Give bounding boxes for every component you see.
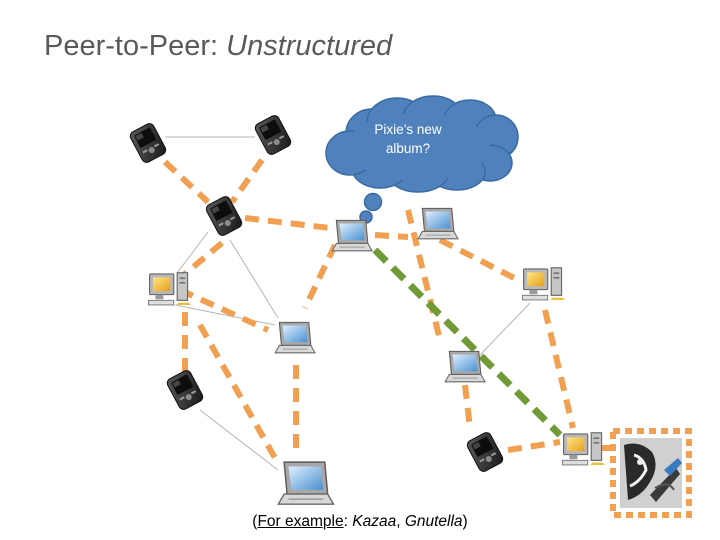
title-main: Peer-to-Peer: (44, 30, 219, 62)
laptop-icon (274, 321, 316, 354)
overlay-link (462, 384, 473, 429)
album-target (610, 428, 692, 518)
overlay-links (162, 158, 618, 460)
cloud-line-1: Pixie’s new (374, 122, 442, 137)
laptop-icon (417, 207, 459, 240)
overlay-link (302, 243, 338, 310)
smartphone-icon (253, 113, 293, 157)
desktop-computer-icon (561, 432, 606, 466)
cloud-line-2: album? (385, 141, 431, 156)
physical-link (199, 409, 279, 471)
overlay-link (197, 323, 278, 460)
overlay-link (438, 237, 524, 285)
cloud-query-text: Pixie’s new album? (360, 120, 456, 158)
overlay-link (178, 240, 224, 281)
thought-bubble (363, 192, 383, 212)
overlay-link (542, 309, 576, 429)
laptop-icon (331, 219, 373, 252)
physical-link (229, 239, 279, 319)
caption-lead: For example (257, 513, 344, 530)
smartphone-icon (165, 368, 205, 412)
overlay-link (244, 215, 331, 231)
thought-cloud (325, 95, 519, 234)
caption-example-gnutella: Gnutella (404, 513, 463, 530)
laptop-icon (277, 461, 335, 505)
overlay-link (162, 159, 211, 205)
desktop-computer-icon (521, 267, 566, 301)
physical-link (174, 304, 276, 326)
overlay-link (178, 287, 270, 333)
smartphone-icon (204, 194, 244, 238)
example-caption: (For example: Kazaa, Gnutella) (0, 513, 720, 531)
title-emphasis: Unstructured (226, 30, 393, 62)
slide-title: Peer-to-Peer: Unstructured (44, 30, 392, 63)
caption-open: ( (252, 513, 258, 530)
physical-link (479, 302, 531, 356)
desktop-computer-icon (147, 272, 192, 306)
caption-colon: : (343, 513, 353, 530)
overlay-link (374, 232, 409, 240)
album-art-icon (620, 438, 682, 508)
laptop-icon (444, 350, 486, 383)
smartphone-icon (465, 430, 505, 474)
caption-separator: , (396, 513, 405, 530)
caption-example-kazaa: Kazaa (352, 513, 397, 530)
overlay-link (229, 158, 265, 204)
query-path (372, 247, 563, 438)
physical-link (176, 231, 209, 274)
physical-links (165, 136, 531, 471)
overlay-link (507, 439, 561, 453)
smartphone-icon (128, 121, 168, 165)
caption-close: ) (462, 513, 468, 530)
